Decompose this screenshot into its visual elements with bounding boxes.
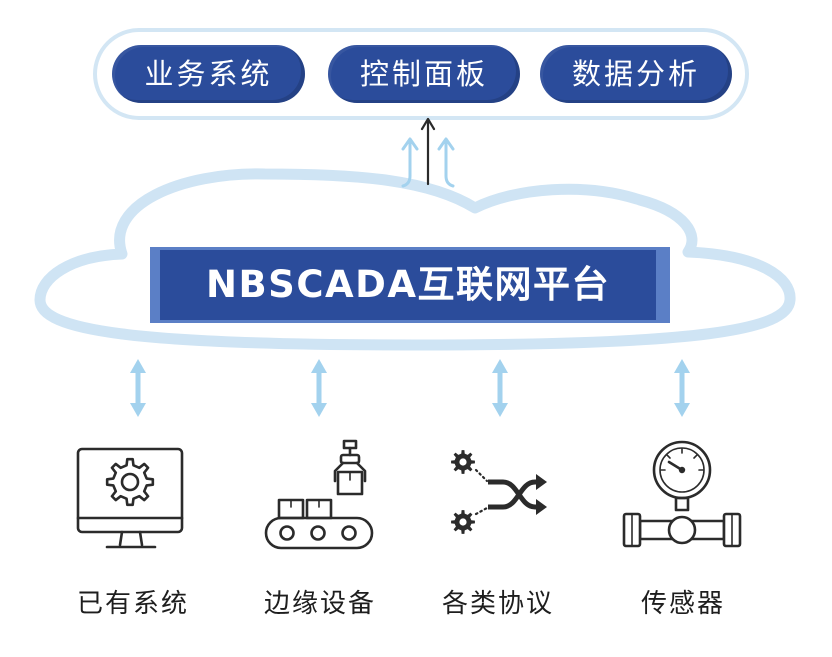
gauge-neck xyxy=(674,496,690,512)
platform-title: NBSCADA互联网平台 xyxy=(206,263,610,306)
gauge-ticks xyxy=(660,448,704,471)
bidirectional-arrow-2-icon xyxy=(311,359,327,417)
bidirectional-arrow-1-icon xyxy=(130,359,146,417)
bidirectional-arrow-4-icon xyxy=(674,359,690,417)
gears-shuffle-icon xyxy=(451,450,547,534)
conveyor-robot-icon xyxy=(264,439,374,550)
upstream-arrows xyxy=(401,117,455,188)
gear-hub xyxy=(120,472,140,492)
source-label-edge-devices: 边缘设备 xyxy=(263,589,376,619)
arrowhead xyxy=(536,474,547,490)
dotted-link xyxy=(474,506,489,516)
bidirectional-arrow-3-icon xyxy=(492,359,508,417)
monitor-screen xyxy=(76,447,184,534)
dotted-link xyxy=(474,468,489,483)
platform-banner xyxy=(150,247,670,323)
monitor-gear-icon xyxy=(76,447,184,549)
conveyor-roller xyxy=(341,525,357,541)
pressure-gauge-icon xyxy=(622,440,742,548)
pill-business-system: 业务系统 xyxy=(112,45,305,103)
conveyor-roller xyxy=(279,525,295,541)
source-label-existing-systems: 已有系统 xyxy=(76,589,189,619)
gauge-face xyxy=(659,447,705,493)
gripper-claws xyxy=(333,461,367,483)
shuffle-arrow-icon xyxy=(488,479,539,510)
up-arrow-left-icon xyxy=(401,137,419,188)
gear-hole xyxy=(459,458,467,466)
gauge-pivot xyxy=(678,466,686,474)
up-arrow-right-icon xyxy=(437,137,455,188)
banner-core xyxy=(160,250,656,320)
source-label-sensors: 传感器 xyxy=(640,589,725,619)
gear-hole xyxy=(459,518,467,526)
gripper-hub xyxy=(339,453,361,465)
conveyor-roller xyxy=(310,525,326,541)
pipe-junction xyxy=(667,515,697,545)
up-arrow-center-icon xyxy=(420,117,436,186)
gear-icon xyxy=(105,457,155,507)
arrowhead xyxy=(536,499,547,515)
pill-control-panel: 控制面板 xyxy=(328,45,520,103)
pill-data-analysis: 数据分析 xyxy=(540,45,732,103)
monitor-stand xyxy=(118,530,144,547)
source-label-protocols: 各类协议 xyxy=(441,589,554,619)
